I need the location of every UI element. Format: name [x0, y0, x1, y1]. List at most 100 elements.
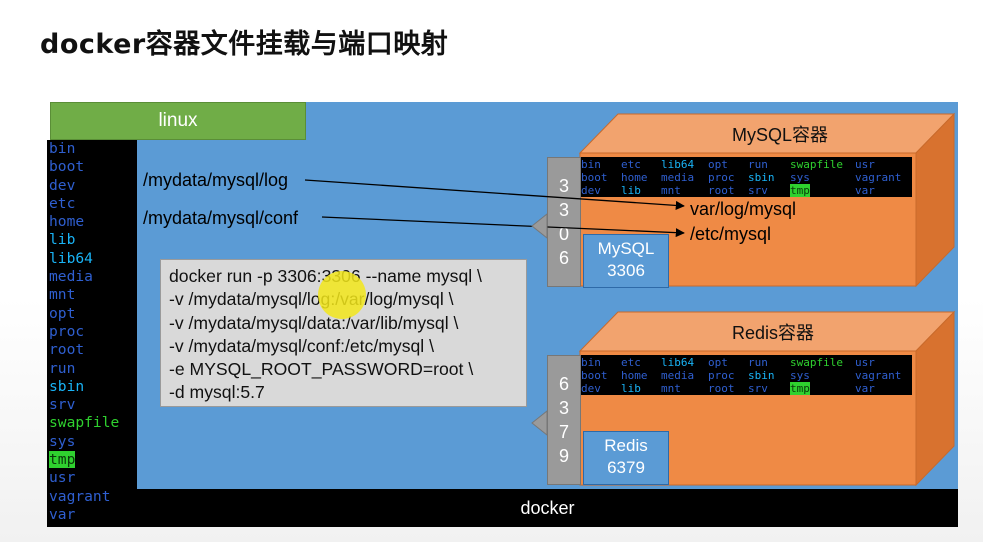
host-dir-item: sbin	[49, 378, 137, 396]
mysql-dir-name: srv	[748, 184, 768, 197]
mysql-dir-name: bin	[581, 158, 601, 171]
redis-dir-name: sys	[790, 369, 810, 382]
redis-dir-row: boot home media proc sbin sys vagrant	[581, 369, 912, 382]
mysql-dir-name: proc	[708, 171, 735, 184]
mysql-dir-name: lib	[621, 184, 641, 197]
redis-dir-name: lib64	[661, 356, 695, 369]
redis-dir-name: bin	[581, 356, 601, 369]
host-dir-item: swapfile	[49, 414, 137, 432]
mysql-dir-name: sys	[790, 171, 810, 184]
host-dir-name: sbin	[49, 377, 85, 395]
host-dir-name: bin	[49, 140, 76, 157]
redis-service-port: 6379	[607, 458, 645, 477]
command-line: -v /mydata/mysql/data:/var/lib/mysql \	[169, 312, 459, 333]
mysql-dir-name: boot	[581, 171, 608, 184]
redis-dir-name: lib	[621, 382, 641, 395]
redis-dir-name: dev	[581, 382, 601, 395]
host-dir-name: srv	[49, 396, 76, 414]
host-dir-item: dev	[49, 177, 137, 195]
host-dir-name: dev	[49, 176, 76, 194]
host-path-log: /mydata/mysql/log	[143, 170, 289, 190]
host-dir-item: media	[49, 268, 137, 286]
host-dir-item: home	[49, 213, 137, 231]
host-dir-item: mnt	[49, 286, 137, 304]
redis-dir-name: boot	[581, 369, 608, 382]
redis-service-name: Redis	[604, 436, 648, 455]
command-line: -v /mydata/mysql/conf:/etc/mysql \	[169, 335, 434, 356]
redis-dir-name: home	[621, 369, 648, 382]
host-dir-item: usr	[49, 469, 137, 487]
host-dir-item: sys	[49, 433, 137, 451]
host-dir-item: bin	[49, 140, 137, 158]
mysql-port-digit: 6	[558, 248, 569, 268]
redis-port-digit: 6	[558, 374, 569, 394]
host-dir-name: sys	[49, 432, 76, 450]
mysql-container-label: MySQL容器	[732, 125, 829, 145]
docker-run-command: docker run -p 3306:3306 --name mysql \-v…	[160, 259, 527, 407]
redis-port-digit: 9	[558, 446, 569, 466]
host-dir-item: root	[49, 341, 137, 359]
host-dir-name: root	[49, 341, 85, 359]
mysql-port-digit: 0	[558, 224, 569, 244]
host-dir-name: var	[49, 505, 76, 523]
host-dir-item: vagrant	[49, 488, 137, 506]
redis-dir-name: swapfile	[790, 356, 843, 369]
mysql-service-name: MySQL	[597, 239, 655, 258]
mysql-dir-name: mnt	[661, 184, 681, 197]
host-dir-item: srv	[49, 396, 137, 414]
mysql-dir-name: root	[708, 184, 735, 197]
host-dir-name: swapfile	[49, 414, 120, 432]
docker-engine-bar: docker	[137, 489, 958, 527]
redis-dir-name: opt	[708, 356, 728, 369]
mysql-dir-name: media	[661, 171, 695, 184]
redis-port-digit: 7	[558, 422, 569, 442]
redis-dir-name: sbin	[748, 369, 775, 382]
cursor-highlight	[318, 271, 366, 319]
redis-dir-name: mnt	[661, 382, 681, 395]
mysql-dir-name: swapfile	[790, 158, 843, 171]
redis-dir-name: var	[855, 382, 875, 395]
host-dir-name: proc	[49, 322, 85, 340]
host-dir-name: lib64	[49, 249, 93, 267]
redis-dir-name: usr	[855, 356, 875, 369]
redis-dir-name: srv	[748, 382, 768, 395]
redis-port-digit: 3	[558, 398, 569, 418]
host-dir-name: mnt	[49, 286, 76, 304]
command-line: -v /mydata/mysql/log:/var/log/mysql \	[169, 289, 454, 310]
mysql-service-port: 3306	[607, 261, 645, 280]
mysql-dir-name: run	[748, 158, 768, 171]
host-dir-name: opt	[49, 304, 76, 322]
host-dir-item: lib64	[49, 250, 137, 268]
host-dir-item: tmp	[49, 451, 137, 469]
host-dir-item: proc	[49, 323, 137, 341]
redis-service-box: Redis 6379	[583, 431, 669, 485]
redis-dir-name: run	[748, 356, 768, 369]
host-dir-name: boot	[49, 158, 85, 176]
mysql-dir-name: sbin	[748, 171, 775, 184]
redis-dir-name: proc	[708, 369, 735, 382]
mysql-dir-name: etc	[621, 158, 641, 171]
mysql-mount-log: var/log/mysql	[690, 199, 797, 219]
slide-title: docker容器文件挂载与端口映射	[40, 29, 449, 60]
mysql-dir-name: var	[855, 184, 875, 197]
host-path-conf: /mydata/mysql/conf	[143, 208, 299, 228]
host-dir-item: boot	[49, 158, 137, 176]
mysql-dir-name: tmp	[790, 184, 810, 197]
host-dir-item: etc	[49, 195, 137, 213]
redis-dir-name: media	[661, 369, 695, 382]
command-line: -e MYSQL_ROOT_PASSWORD=root \	[169, 359, 474, 380]
redis-dir-name: vagrant	[855, 369, 902, 382]
arrow-log-mount	[304, 179, 685, 210]
mysql-port-digit: 3	[558, 200, 569, 220]
mysql-dir-name: opt	[708, 158, 728, 171]
host-dir-name: usr	[49, 469, 76, 487]
host-dir-item: lib	[49, 231, 137, 249]
